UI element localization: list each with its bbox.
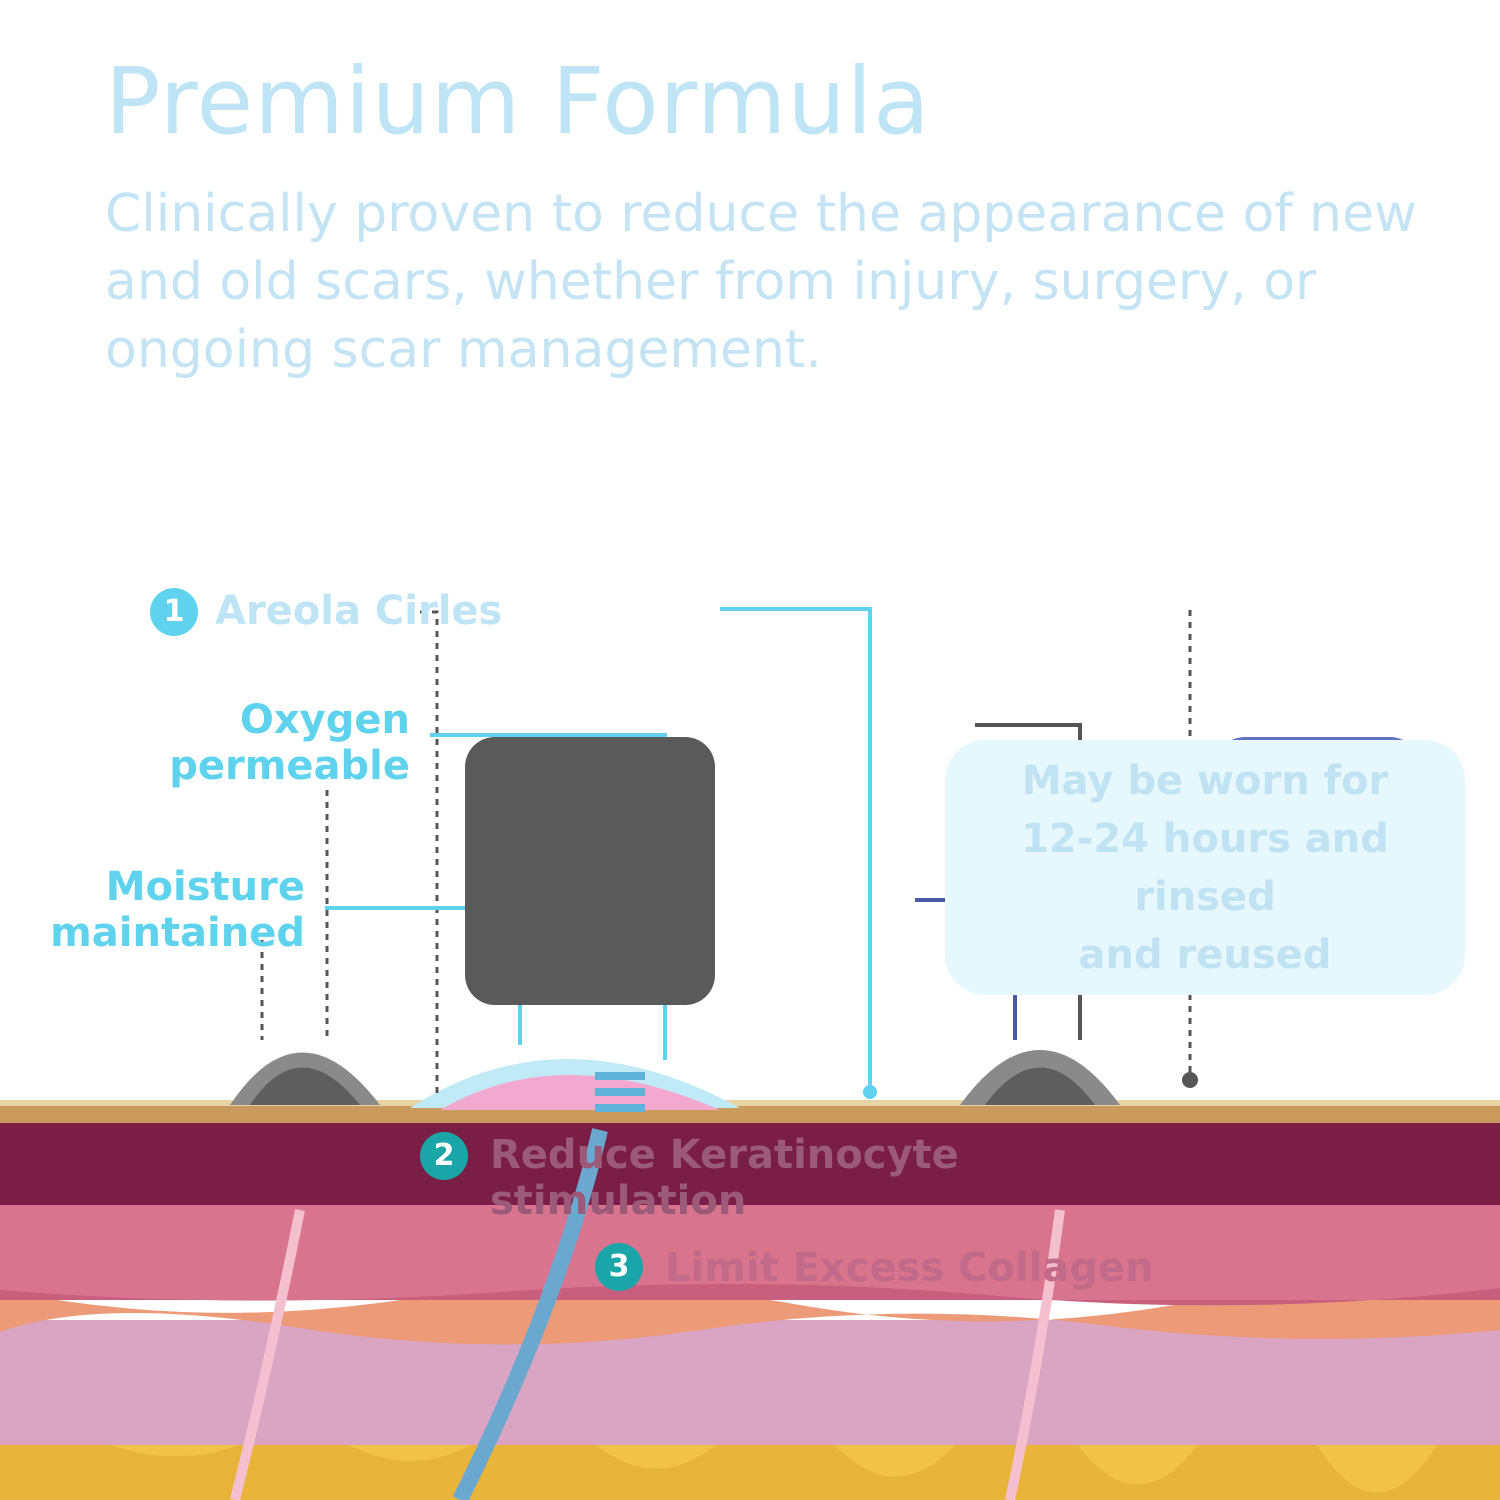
step2-label: Reduce Keratinocyte stimulation: [490, 1132, 959, 1224]
step2-number-badge: 2: [420, 1132, 468, 1180]
dermis-lower: [0, 1320, 1500, 1445]
leader-line-step1-right: [720, 607, 872, 1090]
orange-band: [0, 1277, 1500, 1345]
fat-texture: [0, 1391, 1500, 1500]
description-text: Clinically proven to reduce the appearan…: [105, 184, 1417, 380]
vein-blue: [452, 1128, 608, 1500]
step1-number-badge: 1: [150, 588, 198, 636]
feature-moisture: Moisture maintained: [50, 864, 305, 956]
step3-number-badge: 3: [595, 1243, 643, 1291]
dermis-mid: [0, 1200, 1500, 1300]
dermis-upper: [0, 1120, 1500, 1205]
epidermis-line: [0, 1105, 1500, 1123]
vessel-pink-left: [230, 1209, 305, 1500]
info-card-left: [465, 737, 715, 1005]
scar-tissue-center: [440, 1075, 720, 1110]
step3-label: Limit Excess Collagen: [665, 1245, 1154, 1291]
page-title: Premium Formula: [105, 48, 931, 155]
step1-label: Areola Cirles: [215, 588, 503, 634]
feature-oxygen: Oxygen permeable: [169, 697, 410, 789]
wear-info-box: May be worn for 12-24 hours and rinsed a…: [945, 740, 1465, 995]
leader-line-step1-left: [420, 610, 439, 1095]
vessel-pink-right: [1005, 1209, 1065, 1500]
